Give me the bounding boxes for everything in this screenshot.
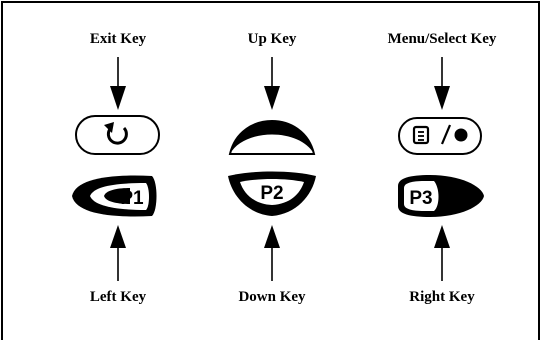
p2-key-button[interactable]: P2	[228, 171, 316, 217]
p2-label: P2	[260, 183, 283, 204]
arrow-left	[110, 225, 126, 281]
exit-key-button[interactable]	[75, 115, 160, 155]
menu-select-icon	[412, 124, 468, 145]
up-key-button[interactable]	[228, 120, 316, 155]
exit-key-label: Exit Key	[89, 31, 147, 47]
down-key-label: Down Key	[238, 289, 306, 305]
arrow-down	[264, 225, 280, 281]
left-key-label: Left Key	[89, 289, 147, 305]
p3-key-button[interactable]: P3	[398, 175, 484, 217]
p1-label: P1	[120, 188, 144, 209]
p1-key-button[interactable]: P1	[72, 175, 157, 217]
right-key-label: Right Key	[409, 289, 475, 305]
menu-select-key-label: Menu/Select Key	[387, 31, 497, 47]
arrow-exit	[110, 57, 126, 110]
arrow-up	[264, 57, 280, 110]
arrow-menu	[434, 57, 450, 110]
p3-label: P3	[409, 188, 432, 209]
menu-select-key-button[interactable]	[398, 117, 482, 155]
back-arrow-icon	[104, 122, 128, 145]
arrow-right	[434, 225, 450, 281]
up-key-label: Up Key	[247, 31, 297, 47]
